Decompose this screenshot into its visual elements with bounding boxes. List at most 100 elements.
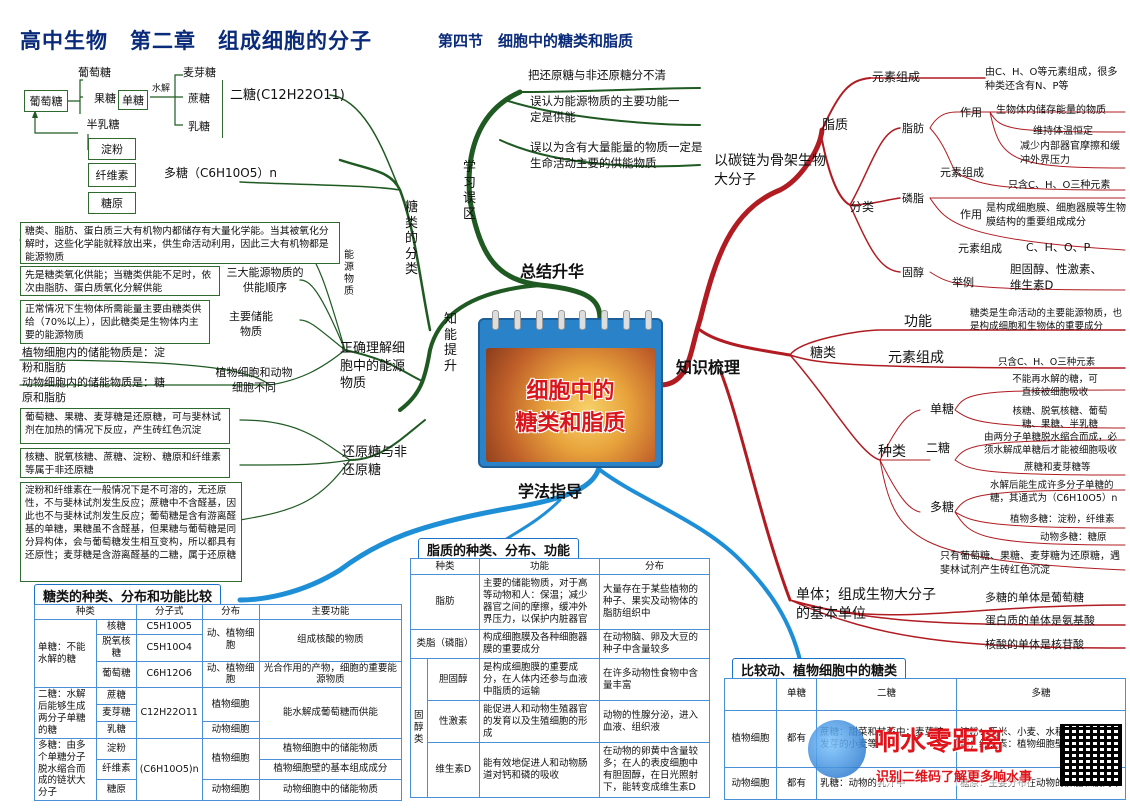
- fat-role-2: 维持体温恒定: [1033, 126, 1093, 137]
- table-row: 单糖二糖多糖: [724, 678, 1126, 711]
- sugars-poly-desc: 水解后能生成许多分子单糖的糖，其通式为（C6H10O5）n: [990, 480, 1118, 504]
- table-row: 脂肪主要的储能物质，对于高等动物和人：保温；减少器官之间的摩擦，缓冲外界压力，以…: [410, 574, 710, 631]
- misconception-3: 误以为含有大量能量的物质一定是生命活动主要的供能物质: [530, 140, 703, 170]
- phospholipid-role-text: 是构成细胞膜、细胞器膜等生物膜结构的重要组成成分: [986, 203, 1126, 228]
- sugar-cellulose: 纤维素: [88, 163, 136, 187]
- sugar-glucose-top: 葡萄糖: [78, 66, 111, 79]
- sugars-di: 二糖: [926, 441, 951, 455]
- cell: 动物的性腺分泌，进入血液、组织液: [599, 700, 710, 744]
- branch-summary: 总结升华: [520, 262, 585, 281]
- cell: 植物细胞壁的基本组成成分: [258, 758, 403, 781]
- sugars-di-examples: 蔗糖和麦芽糖等: [1024, 462, 1091, 473]
- sugar-maltose: 麦芽糖: [183, 66, 216, 79]
- lipids-sterol: 固醇: [902, 266, 924, 279]
- branch-misconceptions: 学习误区: [462, 160, 476, 222]
- cell: 淀粉: [96, 737, 137, 760]
- energy-note-1: 糖类、脂肪、蛋白质三大有机物内都储存有大量化学能。当其被氧化分解时，这些化学能就…: [20, 222, 340, 264]
- lipid-th-dist: 分布: [599, 557, 710, 576]
- sugars-elements: 只含C、H、O三种元素: [998, 357, 1096, 368]
- cell: 能促进人和动物生殖器官的发育以及生殖细胞的形成: [479, 700, 600, 744]
- table-row: 种类功能分布: [410, 557, 710, 576]
- table-row: 固醇类胆固醇是构成细胞膜的重要成分，在人体内还参与血液中脂质的运输在许多动物性食…: [410, 658, 710, 798]
- lipids-elements: 由C、H、O等元素组成，很多种类还含有N、P等: [985, 67, 1118, 92]
- sugar-glycogen: 糖原: [88, 192, 136, 214]
- sugar-galactose: 半乳糖: [78, 114, 128, 134]
- table-row: 性激素能促进人和动物生殖器官的发育以及生殖细胞的形成动物的性腺分泌，进入血液、组…: [411, 700, 710, 744]
- sugar-sucrose: 蔗糖: [188, 92, 210, 105]
- cell: 维生素D: [426, 742, 481, 798]
- energy-note-2: 先是糖类氧化供能；当糖类供能不足时，依次由脂肪、蛋白质氧化分解供能: [20, 266, 220, 296]
- lipid-table-title: 脂质的种类、分布、功能: [418, 538, 580, 561]
- cell: 固醇类: [410, 658, 428, 798]
- cell: 核糖: [96, 618, 137, 635]
- cell: 构成细胞膜及各种细胞器膜的重要成分: [479, 629, 600, 660]
- reducing-note-2: 核糖、脱氧核糖、蔗糖、淀粉、糖原和纤维素等属于非还原糖: [20, 448, 230, 478]
- watermark-slogan: 识别二维码了解更多响水事: [876, 770, 1033, 787]
- branch-ability: 知能提升: [443, 312, 457, 374]
- cell: 麦芽糖: [96, 704, 137, 722]
- monomer-1: 多糖的单体是葡萄糖: [985, 591, 1084, 604]
- table-row: 乳糖动物细胞: [35, 720, 402, 739]
- energy-note-3-label: 主要储能物质: [229, 310, 273, 338]
- table-row: 类脂（磷脂）构成细胞膜及各种细胞器膜的重要成分在动物脑、卵及大豆的种子中含量较多: [410, 629, 710, 660]
- sugar-th-func: 主要功能: [258, 604, 403, 620]
- cell: 在动物的卵黄中含量较多；在人的表皮细胞中有胆固醇，在日光照射下，能转变成维生素D: [599, 742, 710, 798]
- monomers-label: 单体；组成生物大分子的基本单位: [796, 587, 936, 622]
- sugars-poly: 多糖: [930, 500, 955, 514]
- reducing-note-3: 淀粉和纤维素在一般情况下是不可溶的，无还原性，不与斐林试剂发生反应；蔗糖中不含醛…: [20, 482, 242, 582]
- cmp-th-1: 单糖: [776, 678, 817, 711]
- disaccharide-label: 二糖(C12H22O11): [230, 88, 345, 103]
- cell: 都有: [776, 767, 817, 800]
- fat-role-1: 生物体内储存能量的物质: [996, 105, 1106, 116]
- cell: 光合作用的产物，细胞的重要能源物质: [258, 660, 403, 689]
- sterol-example-label: 举例: [952, 276, 974, 289]
- sugar-th-dist: 分布: [201, 604, 260, 620]
- cell: 动物细胞: [201, 779, 260, 802]
- lipids-phospholipid: 磷脂: [902, 192, 924, 205]
- cell: 胆固醇: [426, 658, 481, 702]
- cell: 在动物脑、卵及大豆的种子中含量较多: [599, 629, 710, 660]
- sterol-examples: 胆固醇、性激素、维生素D: [1010, 262, 1102, 292]
- calendar-rings: [492, 310, 652, 330]
- lipids-classify: 分类: [850, 200, 875, 214]
- cell: 是构成细胞膜的重要成分，在人体内还参与血液中脂质的运输: [479, 658, 600, 702]
- sugar-classification-label: 糖类的分类: [404, 200, 418, 278]
- lipids-role: 作用: [960, 106, 982, 119]
- reducing-note-1: 葡萄糖、果糖、麦芽糖是还原糖，可与斐林试剂在加热的情况下反应，产生砖红色沉淀: [20, 408, 230, 444]
- cmp-th-0: [724, 678, 777, 711]
- sugar-starch: 淀粉: [88, 138, 136, 160]
- energy-plant: 植物细胞内的储能物质是：淀粉和脂肪: [22, 346, 165, 374]
- energy-animal: 动物细胞内的储能物质是：糖原和脂肪: [22, 376, 165, 404]
- cell: C5H10O5: [135, 618, 203, 635]
- polysaccharide-label: 多糖（C6H10O5）n: [164, 166, 277, 180]
- fat-role-3: 减少内部器官摩擦和缓冲外界压力: [1020, 141, 1120, 166]
- cell: 纤维素: [96, 758, 137, 781]
- cell: 脂肪: [410, 574, 480, 631]
- lipid-th-func: 功能: [479, 557, 600, 576]
- cell: (C6H10O5)n: [135, 737, 203, 802]
- cell: 能有效地促进人和动物肠道对钙和磷的吸收: [479, 742, 600, 798]
- phospholipid-role: 作用: [960, 208, 982, 221]
- cell: 植物细胞: [201, 687, 260, 722]
- cell: 动、植物细胞: [201, 618, 260, 662]
- watermark-logo-icon: [808, 720, 866, 778]
- misconception-2: 误认为能源物质的主要功能一定是供能: [530, 94, 680, 124]
- cell: C5H10O4: [135, 633, 203, 662]
- sterol-elements: C、H、O、P: [1026, 241, 1091, 254]
- table-row: 纤维素 植物细胞壁的基本组成成分: [35, 758, 403, 781]
- sterol-elements-label: 元素组成: [958, 242, 1002, 255]
- cell: 糖原: [96, 779, 137, 802]
- cmp-th-2: 二糖: [816, 678, 957, 711]
- cell: 动、植物细胞: [201, 660, 260, 689]
- cell: 脱氧核糖: [96, 633, 137, 662]
- energy-note-3: 正常情况下生物体所需能量主要由糖类供给（70%以上），因此糖类是生物体内主要的能…: [20, 300, 210, 344]
- lipid-th-kind: 种类: [410, 557, 480, 576]
- energy-sub-label: 能源物质: [344, 250, 354, 297]
- sugar-lactose: 乳糖: [188, 120, 210, 133]
